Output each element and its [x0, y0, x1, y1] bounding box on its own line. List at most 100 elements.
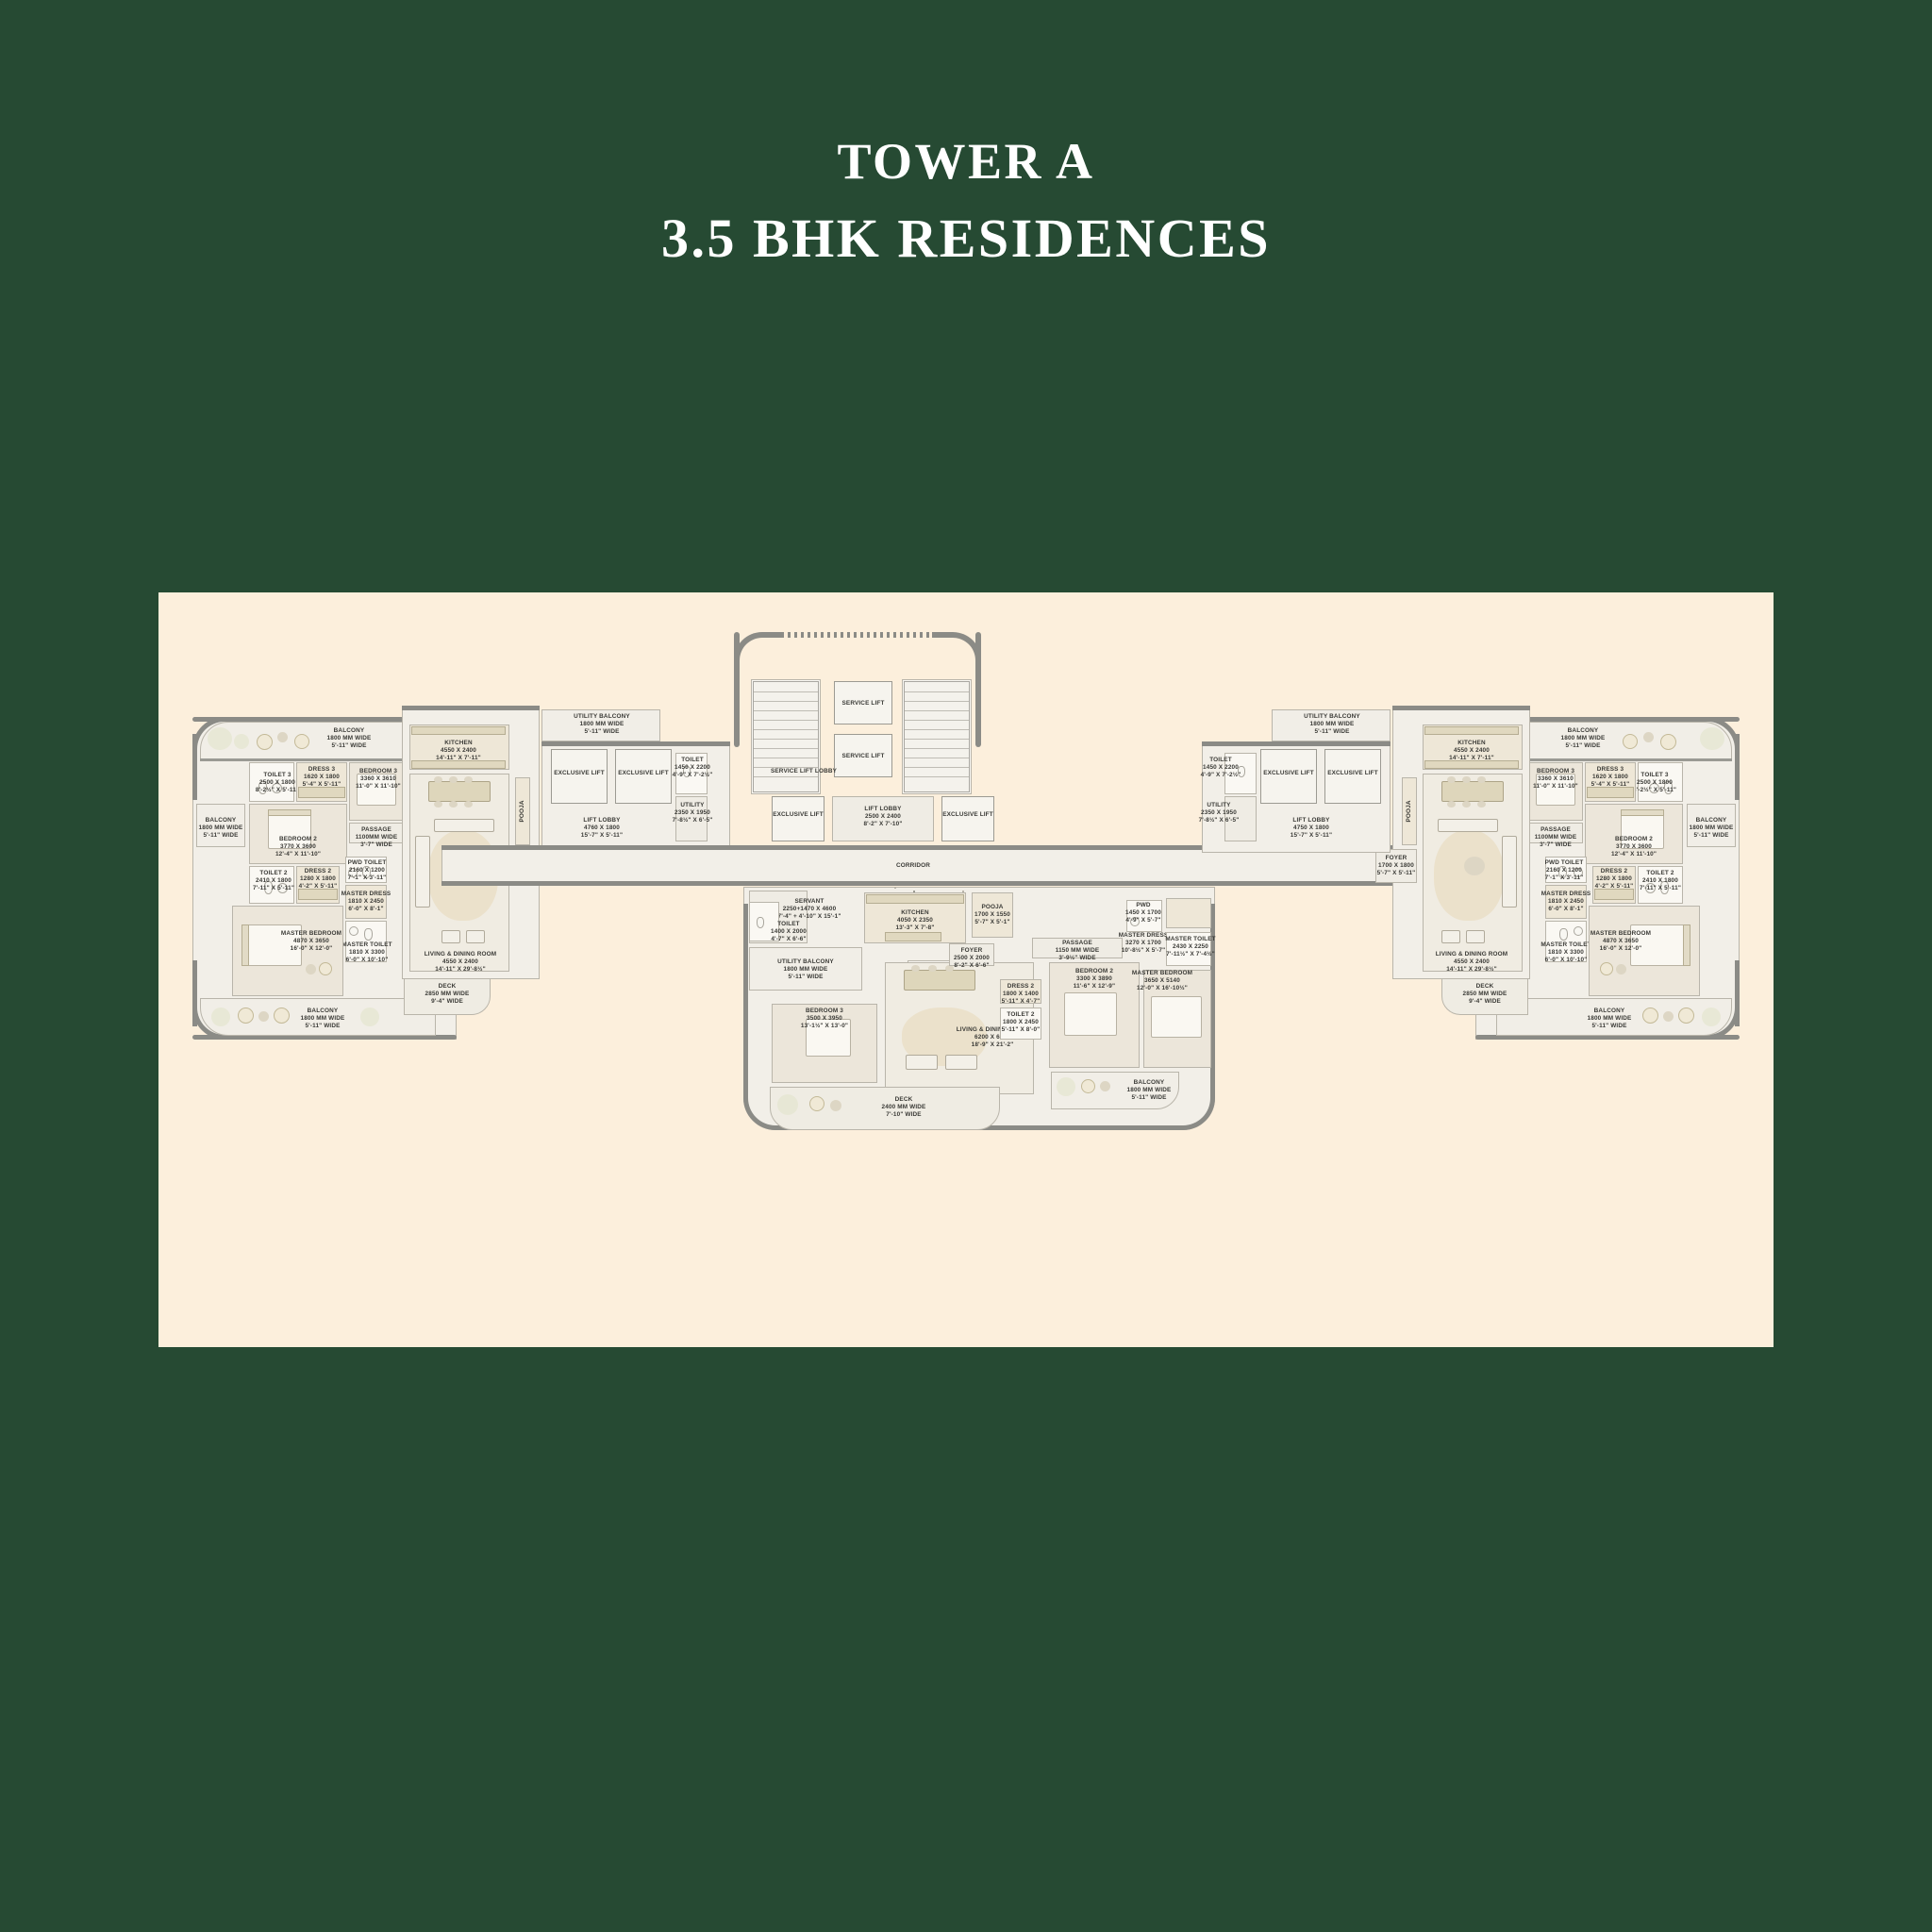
room-label: DRESS 2 1280 X 1800 4'-2" X 5'-11": [1594, 868, 1634, 890]
room-label: DRESS 3 1620 X 1800 5'-4" X 5'-11": [302, 766, 341, 788]
right-utility: [1224, 796, 1257, 841]
left-outer-wall-bottom: [192, 1035, 457, 1040]
dining-chair-icon: [434, 776, 442, 783]
room-label: TOILET 2 2410 X 1800 7'-11" X 5'-11": [252, 870, 295, 891]
planter-icon: [238, 1008, 254, 1024]
room-label: BEDROOM 2 3300 X 3890 11'-6" X 12'-9": [1073, 968, 1116, 990]
room-label: POOJA 1700 X 1550 5'-7" X 5'-1": [974, 904, 1010, 925]
stool-icon: [258, 1011, 269, 1022]
sofa-icon: [1438, 819, 1498, 832]
room-label: EXCLUSIVE LIFT: [618, 770, 669, 776]
wardrobe-icon: [298, 787, 345, 798]
planter-icon: [1660, 734, 1676, 750]
sofa-icon: [906, 1055, 938, 1070]
right-master-toilet: [1545, 921, 1587, 962]
room-label: LIFT LOBBY 2500 X 2400 8'-2" X 7'-10": [863, 806, 903, 827]
dining-chair-icon: [1462, 776, 1471, 783]
planter-icon: [319, 962, 332, 975]
wc-icon: [1660, 881, 1669, 894]
room-label: BALCONY 1800 MM WIDE 5'-11" WIDE: [198, 817, 243, 839]
room-label: LIVING & DINING ROOM 4550 X 2400 14'-11"…: [1435, 951, 1508, 973]
bottom-unit-corner-left: [743, 1074, 800, 1130]
room-label: BALCONY 1800 MM WIDE 5'-11" WIDE: [1689, 817, 1734, 839]
bed-icon: [357, 774, 396, 806]
wc-icon: [258, 781, 267, 794]
dining-chair-icon: [1477, 801, 1486, 808]
bed-icon: [245, 924, 302, 966]
pillow-icon: [1683, 924, 1690, 966]
room-label: CORRIDOR: [896, 862, 930, 869]
right-pooja: [1402, 777, 1417, 845]
dining-chair-icon: [911, 965, 920, 972]
sofa-icon: [1502, 836, 1517, 908]
room-label: EXCLUSIVE LIFT: [773, 811, 824, 818]
left-exclusive-lift-2: [615, 749, 672, 804]
room-label: EXCLUSIVE LIFT: [1327, 770, 1378, 776]
planting-icon: [208, 727, 232, 750]
wc-icon: [264, 881, 273, 894]
room-label: BEDROOM 3 3360 X 3610 11'-0" X 11'-10": [1533, 768, 1578, 790]
right-kitchen-wall-top: [1392, 706, 1530, 710]
room-label: BALCONY 1800 MM WIDE 5'-11" WIDE: [1126, 1079, 1172, 1101]
left-balcony-mid: [196, 804, 245, 847]
wardrobe-icon: [1587, 787, 1634, 798]
room-label: PWD TOILET 2160 X 1200 7'-1" X 3'-11": [347, 859, 387, 881]
wc-icon: [1238, 766, 1245, 777]
bed-icon: [1630, 924, 1687, 966]
dining-chair-icon: [1477, 776, 1486, 783]
left-core-wall: [541, 741, 730, 746]
planting-icon: [234, 734, 249, 749]
room-label: FOYER 2500 X 2000 8'-2" X 6'-6": [954, 947, 990, 969]
wc-icon: [362, 866, 371, 878]
room-label: TOILET 1400 X 2000 4'-7" X 6'-6": [771, 921, 807, 942]
core-outer-wall-top-right: [932, 632, 981, 674]
bottom-foyer: [949, 943, 994, 966]
side-table-icon: [306, 964, 316, 974]
room-label: LIVING & DINING ROOM 4550 X 2400 14'-11"…: [424, 951, 497, 973]
stool-icon: [1643, 732, 1654, 742]
right-corner-arc-top: [1683, 717, 1740, 774]
right-master-dress: [1545, 885, 1587, 919]
left-balcony-top: [200, 722, 436, 759]
kitchen-counter-icon: [1424, 726, 1519, 735]
left-pooja: [515, 777, 530, 845]
dining-chair-icon: [1447, 801, 1456, 808]
stool-icon: [1100, 1081, 1110, 1091]
kitchen-counter-icon: [885, 932, 941, 941]
planting-icon: [777, 1094, 798, 1115]
washbasin-icon: [1574, 868, 1583, 877]
room-label: MASTER TOILET 2430 X 2250 7'-11½" X 7'-4…: [1165, 936, 1216, 958]
dining-table-icon: [1441, 781, 1504, 802]
balcony-parapet: [1496, 758, 1732, 761]
dining-chair-icon: [449, 801, 458, 808]
room-label: TOILET 2 2410 X 1800 7'-11" X 5'-11": [1639, 870, 1682, 891]
wardrobe-icon: [298, 889, 338, 900]
right-core-wall: [1202, 741, 1391, 746]
bed-icon: [1151, 996, 1202, 1038]
room-label: DRESS 2 1280 X 1800 4'-2" X 5'-11": [298, 868, 338, 890]
bottom-servant-toilet: [749, 902, 779, 941]
room-label: BEDROOM 3 3500 X 3950 13'-1½" X 13'-0": [800, 1008, 849, 1029]
balcony-parapet: [200, 758, 436, 761]
dining-chair-icon: [449, 776, 458, 783]
bottom-lift-lobby-mid: [832, 796, 934, 841]
armchair-icon: [1466, 930, 1485, 943]
room-label: KITCHEN 4050 X 2350 13'-3" X 7'-8": [895, 909, 935, 931]
stool-icon: [1663, 1011, 1674, 1022]
room-label: TOILET 2 1800 X 2450 5'-11" X 8'-0": [1001, 1011, 1041, 1033]
room-label: MASTER DRESS 1810 X 2450 6'-0" X 8'-1": [341, 891, 391, 912]
room-label: POOJA: [519, 800, 526, 823]
bottom-dress2: [1000, 979, 1041, 1004]
left-utility-balcony: [541, 709, 660, 741]
washbasin-icon: [1645, 883, 1656, 893]
room-label: SERVICE LIFT: [841, 753, 885, 759]
planter-icon: [1623, 734, 1638, 749]
washbasin-icon: [272, 783, 282, 793]
bottom-unit-corner-right: [1158, 1074, 1215, 1130]
planter-icon: [1081, 1079, 1095, 1093]
pillow-icon: [242, 924, 249, 966]
bed-icon: [1064, 992, 1117, 1036]
bottom-exclusive-lift-right: [941, 796, 994, 841]
planting-icon: [360, 1008, 379, 1026]
right-toilet3: [1638, 762, 1683, 802]
